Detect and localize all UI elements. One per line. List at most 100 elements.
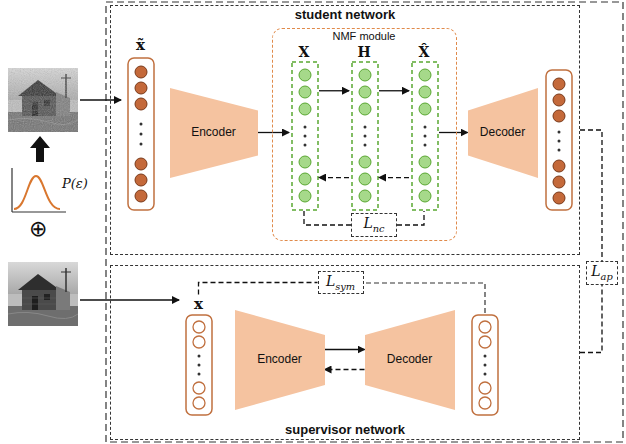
illustration-part	[352, 62, 378, 210]
illustration-part	[419, 69, 431, 81]
trapezoid	[170, 88, 258, 178]
node-label: Decoder	[387, 352, 432, 366]
illustration-part	[553, 78, 565, 90]
node-label: X	[289, 44, 319, 61]
arrow-connector	[325, 349, 365, 350]
illustration-part	[484, 373, 487, 376]
illustration-part	[419, 190, 431, 202]
up-arrow	[30, 136, 50, 162]
illustration-part	[12, 211, 66, 212]
vector-label: x̃	[123, 36, 159, 212]
dashed-connector	[199, 282, 318, 294]
node-label: x̃	[123, 36, 159, 54]
node-label: H	[349, 44, 379, 61]
trapezoid	[365, 310, 455, 410]
illustration-part	[186, 315, 212, 415]
encoder-block: Encoder	[235, 310, 325, 410]
loss-bracket	[366, 283, 485, 313]
illustration-part	[558, 149, 561, 152]
illustration-part	[135, 82, 147, 94]
decoder-block: Decoder	[365, 310, 455, 410]
gaussian-plot	[12, 168, 66, 212]
illustration-part	[472, 315, 498, 415]
illustration-part	[484, 364, 487, 367]
illustration-part	[140, 133, 143, 136]
dashed-connector	[325, 369, 365, 370]
illustration-part	[193, 382, 205, 394]
illustration-part	[135, 98, 147, 110]
illustration-part	[128, 58, 154, 210]
illustration-part	[479, 321, 491, 333]
illustration-part	[479, 336, 491, 348]
illustration-part	[299, 173, 311, 185]
illustration-part	[359, 103, 371, 115]
dashed-connector	[319, 177, 349, 178]
illustration-part	[304, 144, 307, 147]
illustration-part	[419, 173, 431, 185]
network-box: student networkx̃EncoderNMF moduleXHX̂Ln…	[110, 5, 580, 255]
illustration-part	[553, 110, 565, 122]
illustration-part	[193, 397, 205, 409]
illustration-part	[140, 123, 143, 126]
illustration-part	[198, 355, 201, 358]
illustration-part	[424, 126, 427, 129]
illustration-part	[546, 70, 572, 210]
vector-label: x	[181, 295, 217, 417]
matrix-column	[292, 62, 438, 210]
supervisor-output-vector	[472, 315, 498, 415]
node-label: X̂	[409, 44, 439, 61]
illustration-part	[359, 190, 371, 202]
illustration-part	[8, 262, 78, 326]
matrix-column: X	[289, 44, 319, 211]
illustration-part	[364, 144, 367, 147]
illustration-part	[193, 321, 205, 333]
illustration-part	[359, 86, 371, 98]
illustration-part	[135, 190, 147, 202]
dashed-connector	[580, 130, 602, 261]
illustration-part	[364, 135, 367, 138]
illustration-part	[299, 190, 311, 202]
illustration-part	[299, 103, 311, 115]
node-label: Lsym	[326, 273, 355, 293]
illustration-part	[419, 86, 431, 98]
illustration-part	[359, 156, 371, 168]
axis-label: P(ε)	[62, 176, 88, 192]
arrow-connector	[319, 90, 349, 91]
input-arrow	[80, 299, 179, 300]
dashed-connector	[397, 211, 424, 225]
illustration-part	[424, 144, 427, 147]
loss-box: Lnc	[351, 213, 397, 237]
noisy-image	[8, 68, 78, 132]
illustration-part	[553, 160, 565, 172]
supervisor-input-vector	[186, 315, 212, 415]
illustration-part	[135, 174, 147, 186]
illustration-part	[479, 382, 491, 394]
illustration-part	[135, 158, 147, 170]
student-output-vector	[546, 70, 572, 210]
outer-frame	[106, 2, 623, 442]
illustration-part	[412, 62, 438, 210]
input-arrow	[80, 99, 121, 100]
illustration-part	[11, 168, 12, 212]
node-label: Decoder	[480, 125, 525, 139]
illustration-part	[553, 94, 565, 106]
matrix-column: X̂	[409, 44, 439, 211]
matrix-column: H	[349, 44, 379, 211]
illustration-part	[193, 336, 205, 348]
dashed-connector	[304, 211, 351, 225]
illustration-part	[558, 131, 561, 134]
network-title: supervisor network	[111, 422, 579, 438]
illustration-part	[299, 156, 311, 168]
illustration-part	[304, 126, 307, 129]
ellipsis-dots	[304, 126, 427, 147]
node-label: Encoder	[191, 125, 236, 139]
trapezoid	[468, 88, 538, 178]
illustration-part	[8, 68, 78, 132]
illustration-part	[299, 86, 311, 98]
illustration-part	[479, 397, 491, 409]
illustration-part	[198, 364, 201, 367]
illustration-part	[359, 69, 371, 81]
loss-box: Lap	[586, 261, 618, 285]
network-box: supervisor network xEncoder Decoder Lsym	[110, 265, 580, 440]
illustration-part	[140, 143, 143, 146]
